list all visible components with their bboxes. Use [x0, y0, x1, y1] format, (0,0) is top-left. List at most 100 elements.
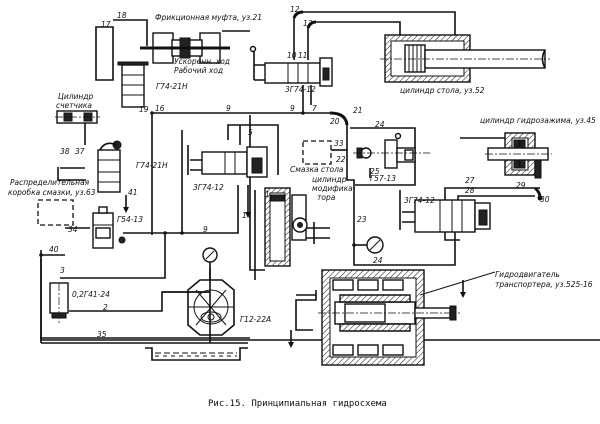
lube-distribution-box — [37, 199, 74, 226]
line-3 — [60, 233, 166, 279]
line-12-to-cyl — [303, 11, 456, 36]
num-2: 2 — [103, 303, 108, 312]
num-27: 27 — [465, 176, 475, 185]
table-lube-box — [302, 140, 332, 165]
label-3g74-mid: 3Г74-12 — [193, 183, 224, 192]
num-9c: 9 — [203, 225, 208, 234]
line-17 — [95, 26, 114, 81]
num-10: 10 — [287, 51, 297, 60]
line-21-bend — [329, 111, 349, 126]
num-21: 21 — [353, 106, 363, 115]
num-18: 18 — [117, 11, 127, 20]
pump-g12-22a — [187, 279, 235, 336]
label-transporter-1: Гидродвигатель — [495, 270, 560, 279]
valve-g74-21n-mid — [97, 140, 122, 193]
num-37: 37 — [75, 147, 85, 156]
num-20: 20 — [330, 117, 340, 126]
label-3g74-top: 3Г74-12 — [285, 85, 316, 94]
num-28: 28 — [465, 186, 475, 195]
counter-cylinder — [55, 110, 100, 124]
line-to-modifier — [249, 115, 265, 271]
label-working-travel: Рабочий ход — [174, 66, 223, 75]
num-13: 13 — [303, 19, 313, 28]
clamp-cylinder — [460, 132, 552, 179]
label-valve-mid: Г74-21Н — [136, 161, 168, 170]
num-41: 41 — [128, 188, 138, 197]
valve-g74-21n-top — [117, 61, 149, 108]
oil-tank — [145, 347, 248, 361]
drain-arrow-transporter — [288, 342, 294, 348]
num-25: 25 — [370, 167, 380, 176]
num-12: 12 — [290, 5, 300, 14]
num-35: 35 — [97, 330, 107, 339]
num-1: 1 — [265, 190, 270, 199]
label-counter-cyl-1: Цилиндр — [58, 92, 93, 101]
num-24b: 24 — [373, 256, 383, 265]
label-pump: Г12-22А — [240, 315, 271, 324]
drain-arrow-right — [460, 292, 466, 298]
label-lube-box-1: Распределительная — [10, 178, 90, 187]
line-5 — [227, 124, 279, 175]
label-lube-box-2: коробка смазки, уз.63 — [8, 188, 96, 197]
num-40: 40 — [49, 245, 59, 254]
num-9a: 9 — [226, 104, 231, 113]
labels: Фрикционная муфта, уз.21 Ускоренн. ход Р… — [8, 5, 596, 339]
num-29: 29 — [516, 181, 526, 190]
label-modifier-3: тора — [317, 193, 336, 202]
label-counter-cyl-2: счетчика — [56, 101, 92, 110]
label-clamp-cylinder: цилиндр гидрозажима, уз.45 — [480, 116, 596, 125]
junction-dots — [39, 111, 543, 257]
num-30: 30 — [540, 195, 550, 204]
figure-caption: Рис.15. Принципиальная гидросхема — [208, 399, 387, 409]
num-11: 11 — [298, 51, 308, 60]
drain-arrow-41 — [123, 207, 129, 213]
line-40 — [40, 250, 600, 341]
num-24a: 24 — [375, 120, 385, 129]
filter-0-2g41-24 — [49, 282, 69, 325]
label-transporter-2: транспортера, уз.525-16 — [495, 280, 593, 289]
line-13-bend — [306, 20, 317, 29]
label-table-lube: Смазка стола — [290, 165, 344, 174]
num-19: 19 — [139, 105, 149, 114]
num-34: 34 — [68, 225, 78, 234]
transporter-hydromotor — [318, 269, 496, 366]
label-friction-clutch: Фрикционная муфта, уз.21 — [155, 13, 262, 22]
label-modifier-2: модифика- — [312, 184, 356, 193]
label-fast-travel: Ускоренн. ход — [174, 57, 230, 66]
num-7: 7 — [312, 104, 317, 113]
num-3: 3 — [60, 266, 65, 275]
valve-3g74-12-right — [399, 190, 491, 241]
num-9b: 9 — [290, 104, 295, 113]
modifier-cylinder — [264, 187, 330, 267]
valve-3g74-12-top — [249, 45, 333, 87]
num-5: 5 — [248, 128, 253, 137]
label-filter: 0,2Г41-24 — [72, 290, 110, 299]
num-22: 22 — [336, 155, 346, 164]
friction-clutch — [140, 30, 250, 64]
pipelines — [40, 10, 600, 348]
drain-arrow-14 — [245, 212, 251, 218]
valve-3g74-12-mid — [187, 145, 268, 178]
line-13-to-cyl — [316, 21, 401, 36]
label-valve-g54: Г54-13 — [117, 215, 143, 224]
label-3g74-right: 3Г74-12 — [404, 196, 435, 205]
line-24 — [353, 232, 456, 266]
num-38: 38 — [60, 147, 70, 156]
line-9-low — [123, 185, 239, 234]
num-16: 16 — [155, 104, 165, 113]
line-18 — [113, 19, 148, 46]
line-37 — [57, 167, 86, 181]
num-23: 23 — [357, 215, 367, 224]
table-cylinder — [380, 34, 550, 83]
num-14: 14 — [242, 211, 252, 220]
line-12-bend — [292, 10, 304, 19]
pressure-gauge-pump — [202, 247, 218, 280]
label-modifier-1: цилиндр — [312, 175, 347, 184]
pressure-gauge-23 — [366, 236, 384, 254]
label-valve-g57: Г57-13 — [370, 174, 396, 183]
line-22 — [346, 125, 355, 245]
num-17: 17 — [101, 20, 111, 29]
valve-g57-13 — [353, 132, 430, 178]
label-valve-top: Г74-21Н — [156, 82, 188, 91]
